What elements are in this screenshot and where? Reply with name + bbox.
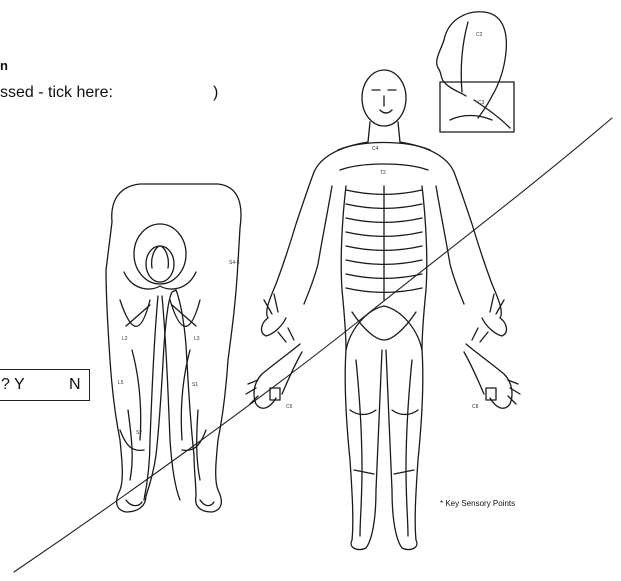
label-t2: T2 [380, 170, 386, 176]
head-profile-diagram [437, 12, 514, 132]
no-option-label[interactable]: N [69, 376, 81, 394]
label-l3: L3 [194, 336, 200, 342]
tick-parenthesis: ) [213, 84, 218, 102]
label-c4: C4 [372, 146, 378, 152]
hand-diagram-right [464, 328, 520, 408]
yes-no-box: ? Y N [0, 369, 90, 401]
key-sensory-points-legend: * Key Sensory Points [440, 499, 515, 508]
hand-diagram-left [246, 328, 302, 408]
anterior-body-figure [262, 70, 507, 550]
label-s45: S4-5 [229, 260, 240, 266]
label-c8: C8 [472, 404, 478, 410]
label-s2: S2 [136, 430, 142, 436]
label-l5: L5 [118, 380, 124, 386]
label-c6: C6 [286, 404, 292, 410]
assessment-instruction-text: ssed - tick here: [0, 84, 113, 102]
label-c3: C3 [478, 100, 484, 106]
posterior-body-figure [106, 184, 241, 512]
label-s1: S1 [192, 382, 198, 388]
cross-out-line [14, 118, 612, 572]
label-c2: C2 [476, 32, 482, 38]
form-heading-fragment: n [0, 58, 8, 73]
yes-option-label[interactable]: ? Y [1, 376, 25, 394]
label-l2: L2 [122, 336, 128, 342]
